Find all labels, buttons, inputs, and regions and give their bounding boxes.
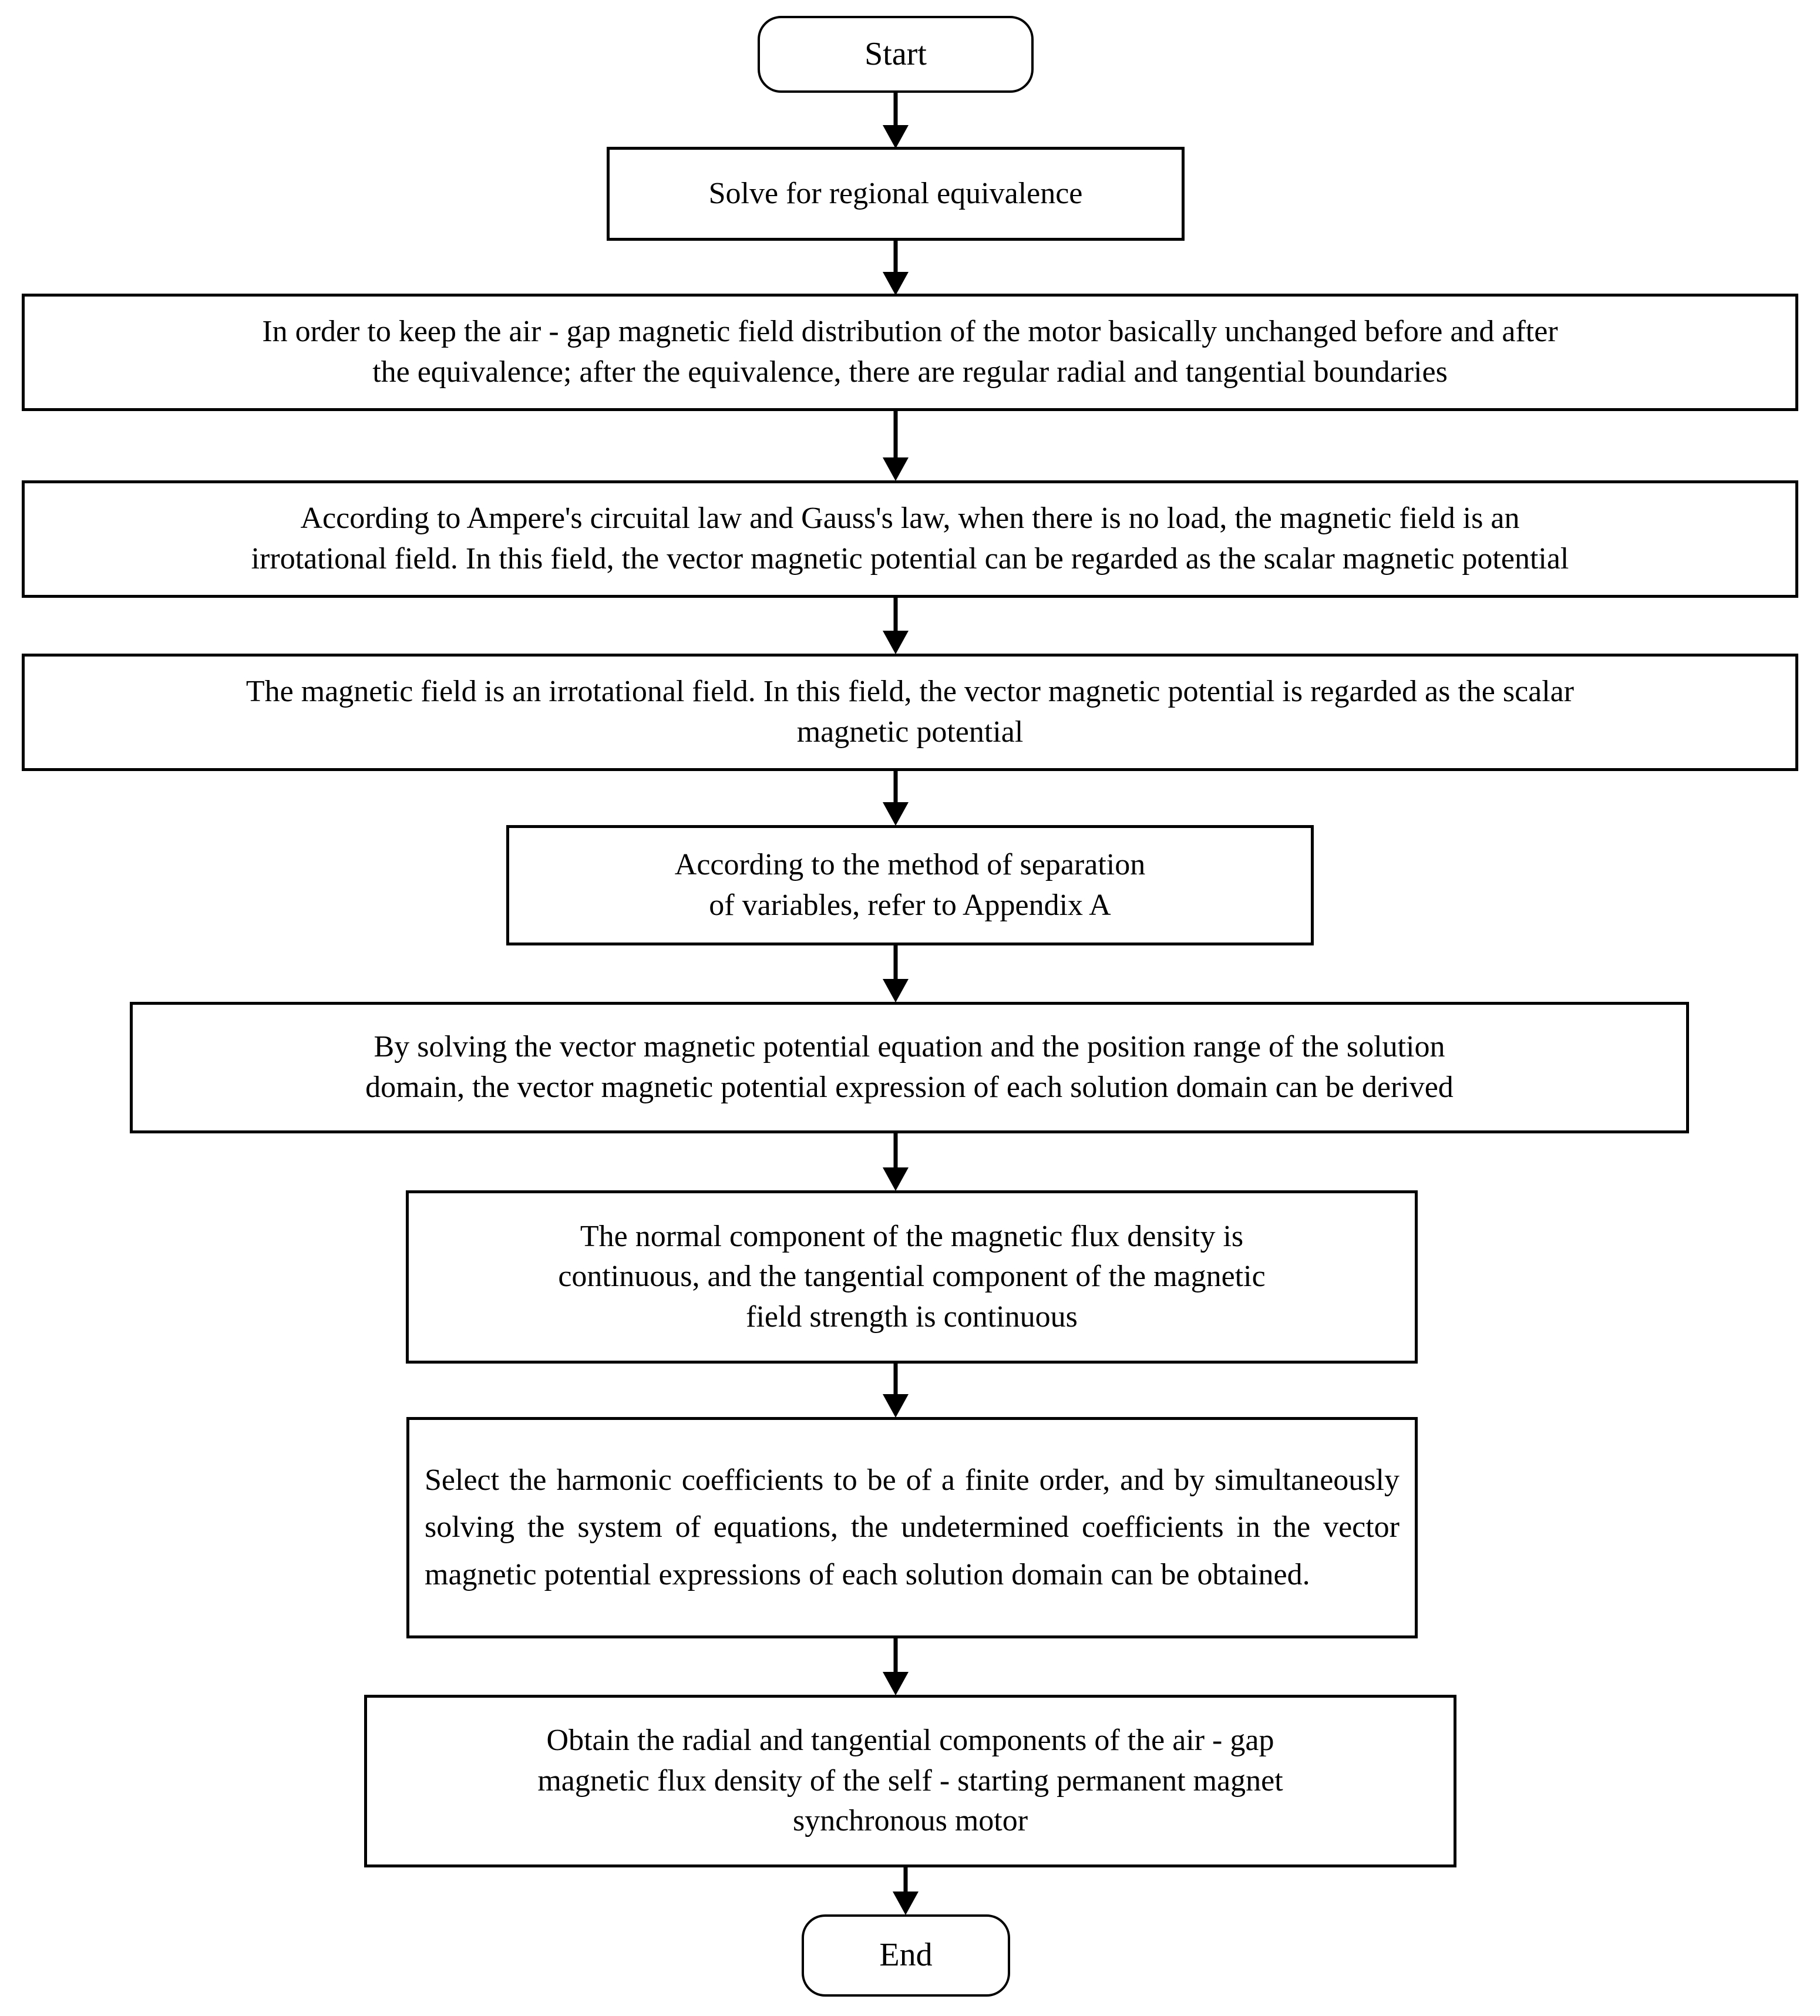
node-obtain-flux-density[interactable]: Obtain the radial and tangential compone… [364, 1695, 1456, 1867]
edge-separation-of-variables-to-solve-vector-potential-equation [875, 944, 916, 1004]
node-start-label: Start [864, 35, 927, 72]
node-harmonic-coefficients[interactable]: Select the harmonic coefficients to be o… [406, 1417, 1418, 1638]
edge-keep-air-gap-field-to-ampere-gauss-law [875, 409, 916, 482]
node-solve-vector-potential-equation[interactable]: By solving the vector magnetic potential… [130, 1002, 1689, 1133]
node-end[interactable]: End [802, 1914, 1010, 1997]
node-solve-regional-equivalence[interactable]: Solve for regional equivalence [607, 147, 1185, 241]
edge-harmonic-coefficients-to-obtain-flux-density [875, 1637, 916, 1697]
edge-solve-regional-equivalence-to-keep-air-gap-field [875, 239, 916, 297]
node-keep-air-gap-field-label: In order to keep the air - gap magnetic … [262, 315, 1558, 389]
node-boundary-continuity[interactable]: The normal component of the magnetic flu… [406, 1190, 1418, 1364]
node-separation-of-variables-label: According to the method of separation of… [674, 847, 1146, 922]
edge-irrotational-field-to-separation-of-variables [875, 769, 916, 827]
edge-boundary-continuity-to-harmonic-coefficients [875, 1362, 916, 1419]
edge-solve-vector-potential-equation-to-boundary-continuity [875, 1132, 916, 1192]
node-ampere-gauss-law[interactable]: According to Ampere's circuital law and … [22, 480, 1798, 598]
node-end-label: End [879, 1937, 933, 1974]
node-solve-vector-potential-equation-label: By solving the vector magnetic potential… [365, 1030, 1454, 1104]
node-ampere-gauss-law-label: According to Ampere's circuital law and … [251, 502, 1569, 575]
node-irrotational-field[interactable]: The magnetic field is an irrotational fi… [22, 654, 1798, 771]
edge-start-to-solve-regional-equivalence [875, 91, 916, 150]
node-obtain-flux-density-label: Obtain the radial and tangential compone… [537, 1724, 1283, 1838]
node-solve-regional-equivalence-label: Solve for regional equivalence [708, 176, 1083, 210]
node-irrotational-field-label: The magnetic field is an irrotational fi… [245, 675, 1575, 749]
node-boundary-continuity-label: The normal component of the magnetic flu… [558, 1219, 1266, 1334]
node-separation-of-variables[interactable]: According to the method of separation of… [506, 825, 1314, 945]
edge-ampere-gauss-law-to-irrotational-field [875, 596, 916, 655]
node-start[interactable]: Start [758, 16, 1034, 93]
edge-obtain-flux-density-to-end [885, 1866, 926, 1916]
node-harmonic-coefficients-label: Select the harmonic coefficients to be o… [425, 1463, 1400, 1591]
node-keep-air-gap-field[interactable]: In order to keep the air - gap magnetic … [22, 294, 1798, 411]
